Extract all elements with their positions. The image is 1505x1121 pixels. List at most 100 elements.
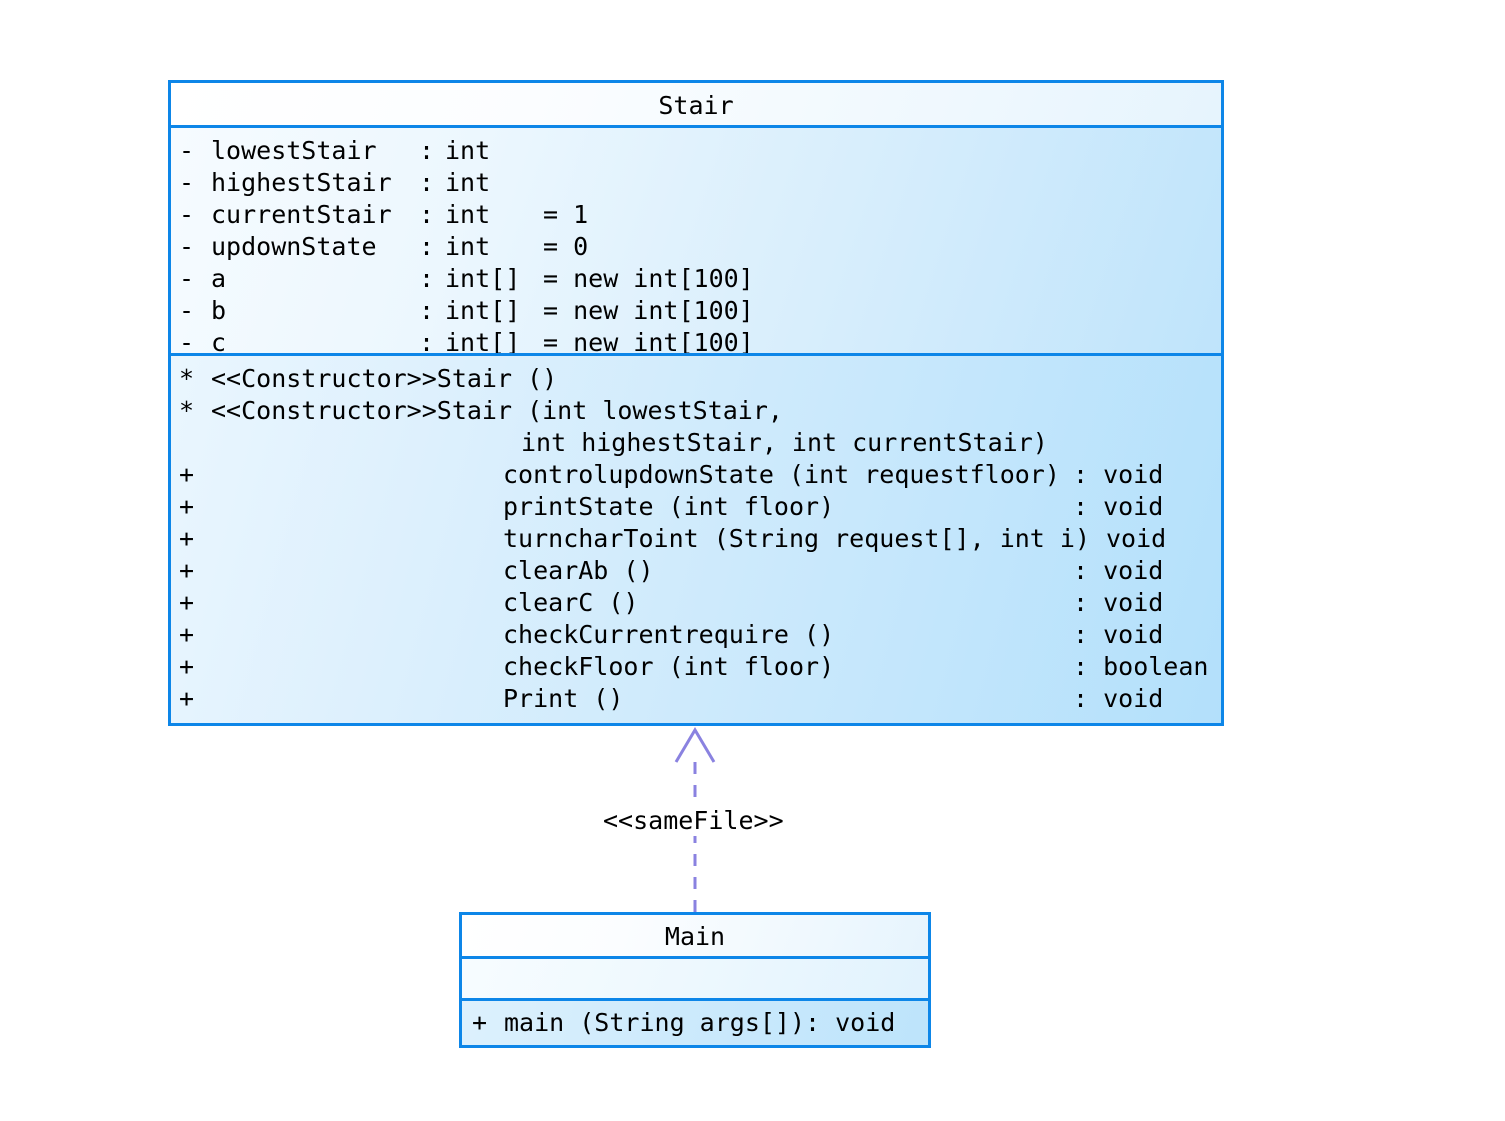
operation-signature: checkCurrentrequire () (503, 620, 835, 649)
visibility-sigil-private: - (179, 168, 195, 197)
class-name-main: Main (664, 922, 726, 951)
operation-signature: clearC () (503, 588, 639, 617)
attribute-row: -highestStair: int (179, 167, 1211, 199)
attribute-colon: : (419, 296, 435, 325)
attribute-name: updownState (211, 232, 377, 261)
operation-row: *<<Constructor>>Stair () (179, 363, 1211, 395)
attribute-row: -currentStair:int= 1 (179, 199, 1211, 231)
visibility-sigil-public: + (472, 1008, 488, 1037)
attribute-name: c (211, 328, 227, 357)
attributes-compartment-main (462, 956, 928, 998)
attribute-type: int[] (445, 264, 521, 293)
operation-return-type: : void (1073, 492, 1164, 521)
attribute-row: -c: int[] = new int[100] (179, 327, 1211, 359)
attribute-colon: : (419, 136, 435, 165)
operation-body: <<Constructor>>Stair () (211, 363, 1211, 395)
operation-return-type: : void (1073, 588, 1164, 617)
operation-signature: <<Constructor>>Stair () (211, 364, 558, 393)
operation-row: * <<Constructor>>Stair (int lowestStair, (179, 395, 1211, 427)
class-name-stair: Stair (658, 91, 734, 120)
class-header-stair: Stair (171, 83, 1221, 125)
visibility-sigil-public: + (179, 588, 195, 617)
operation-row: + clearC () : void (179, 587, 1211, 619)
attribute-default-value: = new int[100] (543, 264, 754, 293)
operation-return-type: void (1106, 524, 1167, 553)
attribute-row: -lowestStair:int (179, 135, 1211, 167)
visibility-sigil-public: + (179, 652, 195, 681)
attribute-name: currentStair (211, 200, 392, 229)
visibility-sigil-private: - (179, 264, 195, 293)
operation-row: + main (String args[]): void (472, 1007, 928, 1039)
attribute-colon: : (419, 328, 435, 357)
attribute-default-value: = new int[100] (543, 328, 754, 357)
operation-return-type: : void (1073, 460, 1164, 489)
operation-body: Print () : void (211, 683, 1211, 715)
operation-signature: Print () (503, 684, 624, 713)
operation-signature: controlupdownState (int requestfloor) (503, 460, 1060, 489)
operation-row: + checkFloor (int floor) : boolean (179, 651, 1211, 683)
operation-row: int highestStair, int currentStair) (179, 427, 1211, 459)
attribute-type: int[] (445, 296, 521, 325)
operation-row: + Print () : void (179, 683, 1211, 715)
operations-compartment-stair: *<<Constructor>>Stair ()*<<Constructor>>… (171, 353, 1221, 723)
operation-row: + clearAb (): void (179, 555, 1211, 587)
attribute-colon: : (419, 264, 435, 293)
attribute-colon: : (419, 232, 435, 261)
attribute-default-value: = 0 (543, 232, 589, 261)
class-box-stair[interactable]: Stair -lowestStair:int-highestStair:int-… (168, 80, 1224, 726)
visibility-sigil-public: + (179, 492, 195, 521)
attributes-compartment-stair: -lowestStair:int-highestStair:int-curren… (171, 125, 1221, 357)
attribute-colon: : (419, 200, 435, 229)
operations-compartment-main: + main (String args[]): void (462, 998, 928, 1045)
attribute-default-value: = new int[100] (543, 296, 754, 325)
class-header-main: Main (462, 915, 928, 956)
attribute-row: -a: int[] = new int[100] (179, 263, 1211, 295)
operation-return-type: : void (1073, 556, 1164, 585)
attribute-name: b (211, 296, 227, 325)
operation-row: + printState (int floor) : void (179, 491, 1211, 523)
attribute-name: highestStair (211, 168, 392, 197)
attribute-type: int (445, 136, 491, 165)
attribute-row: -b: int[] = new int[100] (179, 295, 1211, 327)
attribute-name: a (211, 264, 227, 293)
attribute-type: int[] (445, 328, 521, 357)
visibility-sigil-private: - (179, 200, 195, 229)
operation-body: clearAb (): void (211, 555, 1211, 587)
visibility-sigil-private: - (179, 328, 195, 357)
attribute-row: -updownState: int = 0 (179, 231, 1211, 263)
operation-body: <<Constructor>>Stair (int lowestStair, (211, 395, 1211, 427)
operation-signature: printState (int floor) (503, 492, 835, 521)
open-arrowhead-icon (674, 727, 716, 763)
operation-return-type: : void (1073, 684, 1164, 713)
operation-body: int highestStair, int currentStair) (211, 427, 1211, 459)
operation-body: clearC () : void (211, 587, 1211, 619)
operation-body: printState (int floor) : void (211, 491, 1211, 523)
operation-row: + turncharToint (String request[], int i)… (179, 523, 1211, 555)
visibility-sigil-public: + (179, 460, 195, 489)
operation-body: controlupdownState (int requestfloor) : v… (211, 459, 1211, 491)
operation-signature: int highestStair, int currentStair) (521, 428, 1048, 457)
operation-row: + checkCurrentrequire () : void (179, 619, 1211, 651)
operation-signature: turncharToint (String request[], int i) (503, 524, 1090, 553)
attribute-type: int (445, 232, 491, 261)
operation-body: checkFloor (int floor) : boolean (211, 651, 1211, 683)
operation-return-type: : boolean (1073, 652, 1209, 681)
operation-signature: main (String args[]): void (504, 1008, 896, 1037)
attribute-default-value: = 1 (543, 200, 589, 229)
operation-signature: checkFloor (int floor) (503, 652, 835, 681)
attribute-colon: : (419, 168, 435, 197)
attribute-name: lowestStair (211, 136, 377, 165)
operation-return-type: : void (1073, 620, 1164, 649)
visibility-sigil-private: - (179, 232, 195, 261)
operation-body: turncharToint (String request[], int i) v… (211, 523, 1211, 555)
operation-signature: <<Constructor>>Stair (int lowestStair, (211, 396, 783, 425)
visibility-sigil-public: + (179, 684, 195, 713)
class-box-main[interactable]: Main + main (String args[]): void (459, 912, 931, 1048)
visibility-sigil-public: + (179, 620, 195, 649)
visibility-sigil-constructor: * (179, 396, 195, 425)
visibility-sigil-private: - (179, 296, 195, 325)
visibility-sigil-public: + (179, 556, 195, 585)
attribute-type: int (445, 168, 491, 197)
visibility-sigil-public: + (179, 524, 195, 553)
